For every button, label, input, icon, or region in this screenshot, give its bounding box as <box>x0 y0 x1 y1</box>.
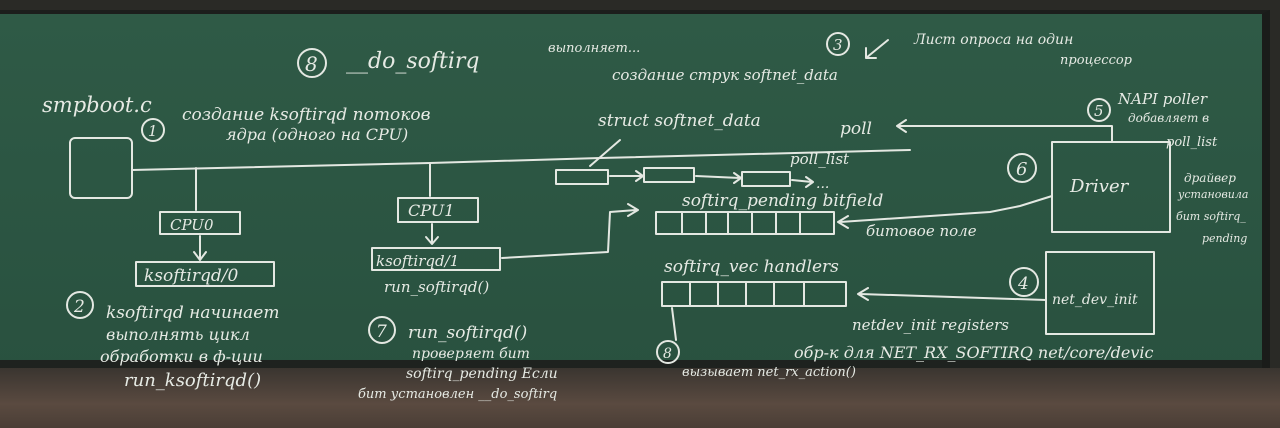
driver-note-1: драйвер <box>1184 171 1236 185</box>
step2-line2: выполнять цикл <box>106 325 250 344</box>
step2-line4: run_ksoftirqd() <box>124 370 261 391</box>
circle-1-num: 1 <box>148 122 158 140</box>
bit-field-ru: битовое поле <box>866 222 977 240</box>
ksoftirqd-to-bitfield <box>501 203 639 259</box>
cpu1-box <box>397 197 479 223</box>
ksoftirqd0-box <box>135 261 275 287</box>
driver-note-2: установила <box>1177 188 1248 201</box>
step3-line2: процессор <box>1060 53 1133 68</box>
step7-line1: run_softirqd() <box>408 323 527 343</box>
poll-list-node-3 <box>741 171 791 187</box>
step2-line1: ksoftirqd начинает <box>106 303 280 323</box>
step7-line4: бит установлен __do_softirq <box>358 387 557 402</box>
step1-line1: создание ksoftirqd потоков <box>182 105 431 125</box>
step5-line3: poll_list <box>1166 135 1218 150</box>
circle-5 <box>1087 98 1111 122</box>
net-dev-init-label: net_dev_init <box>1052 292 1138 308</box>
step5-line2: добавляет в <box>1128 111 1209 125</box>
circle-4-num: 4 <box>1017 274 1029 294</box>
cpu0-box <box>159 211 241 235</box>
poll-list-label: poll_list <box>790 150 850 168</box>
circle-2 <box>66 291 94 319</box>
vec-handlers-box <box>661 281 847 307</box>
circle-7 <box>368 316 396 344</box>
ksoftirqd1-box <box>371 247 501 271</box>
driver-note-3: бит softirq_ <box>1176 210 1246 223</box>
driver-note-4: pending <box>1202 232 1247 245</box>
circle-3-num: 3 <box>833 36 843 54</box>
step8b-text: вызывает net_rx_action() <box>682 365 856 380</box>
cpu0-arrow <box>193 235 207 261</box>
step3-line1: Лист опроса на один <box>913 32 1073 48</box>
cpu1-arrow <box>425 223 439 245</box>
chain-dots: ... <box>816 176 829 192</box>
driver-to-poll-arrow <box>896 119 1113 143</box>
circle-1 <box>141 118 165 142</box>
cpu0-label: CPU0 <box>170 216 214 234</box>
circle-6-num: 6 <box>1016 159 1027 180</box>
driver-to-bitfield-arrow <box>837 195 1053 229</box>
room-floor <box>0 368 1280 428</box>
softnet-to-chain <box>589 139 621 167</box>
poll-list-links <box>609 170 814 188</box>
softnet-alloc-label: создание струк softnet_data <box>612 66 838 84</box>
circle-5-num: 5 <box>1094 102 1104 120</box>
smpboot-label: smpboot.c <box>42 93 152 117</box>
circle-3 <box>826 32 850 56</box>
vec-handler-drop <box>671 307 677 341</box>
circle-7-num: 7 <box>376 322 387 342</box>
circle-8b-num: 8 <box>663 346 672 362</box>
struct-softnet-label: struct softnet_data <box>598 111 761 131</box>
step7-line2: проверяет бит <box>412 346 530 362</box>
circle-8 <box>297 48 327 78</box>
net-dev-init-box <box>1045 251 1155 335</box>
step2-line3: обработки в ф-ции <box>100 347 263 366</box>
run-softirqd-small: run_softirqd() <box>384 278 489 296</box>
step5-line1: NAPI poller <box>1117 90 1208 108</box>
circle-4 <box>1009 267 1039 297</box>
smpboot-box <box>69 137 133 199</box>
circle-8-num: 8 <box>305 52 318 76</box>
step3-arrow <box>865 39 889 59</box>
register-line: обр-к для NET_RX_SOFTIRQ net/core/devic <box>794 343 1153 362</box>
vec-handlers-label: softirq_vec handlers <box>664 257 839 277</box>
ksoftirqd1-label: ksoftirqd/1 <box>376 252 459 270</box>
netdev-register-label: netdev_init registers <box>852 316 1009 334</box>
circle-2-num: 2 <box>73 297 85 317</box>
vec-handlers-cells <box>689 281 805 307</box>
step7-line3: softirq_pending Если <box>406 366 558 382</box>
bitfield-cells <box>681 211 801 235</box>
poll-list-node-1 <box>555 169 609 185</box>
title-do-softirq: __do_softirq <box>346 49 479 74</box>
circle-6 <box>1007 153 1037 183</box>
bitfield-box <box>655 211 835 235</box>
circle-8b <box>656 340 680 364</box>
title-suffix: выполняет... <box>548 41 640 56</box>
bitfield-label: softirq_pending bitfield <box>682 191 883 211</box>
poll-label: poll <box>840 119 872 139</box>
backbone-line <box>131 149 911 171</box>
chalkboard <box>0 10 1270 372</box>
driver-label: Driver <box>1069 176 1130 197</box>
ksoftirqd0-label: ksoftirqd/0 <box>144 266 238 286</box>
poll-list-node-2 <box>643 167 695 183</box>
cpu1-label: CPU1 <box>408 201 454 220</box>
netdev-to-handlers-arrow <box>857 287 1047 301</box>
step1-line2: ядра (одного на CPU) <box>226 125 408 144</box>
